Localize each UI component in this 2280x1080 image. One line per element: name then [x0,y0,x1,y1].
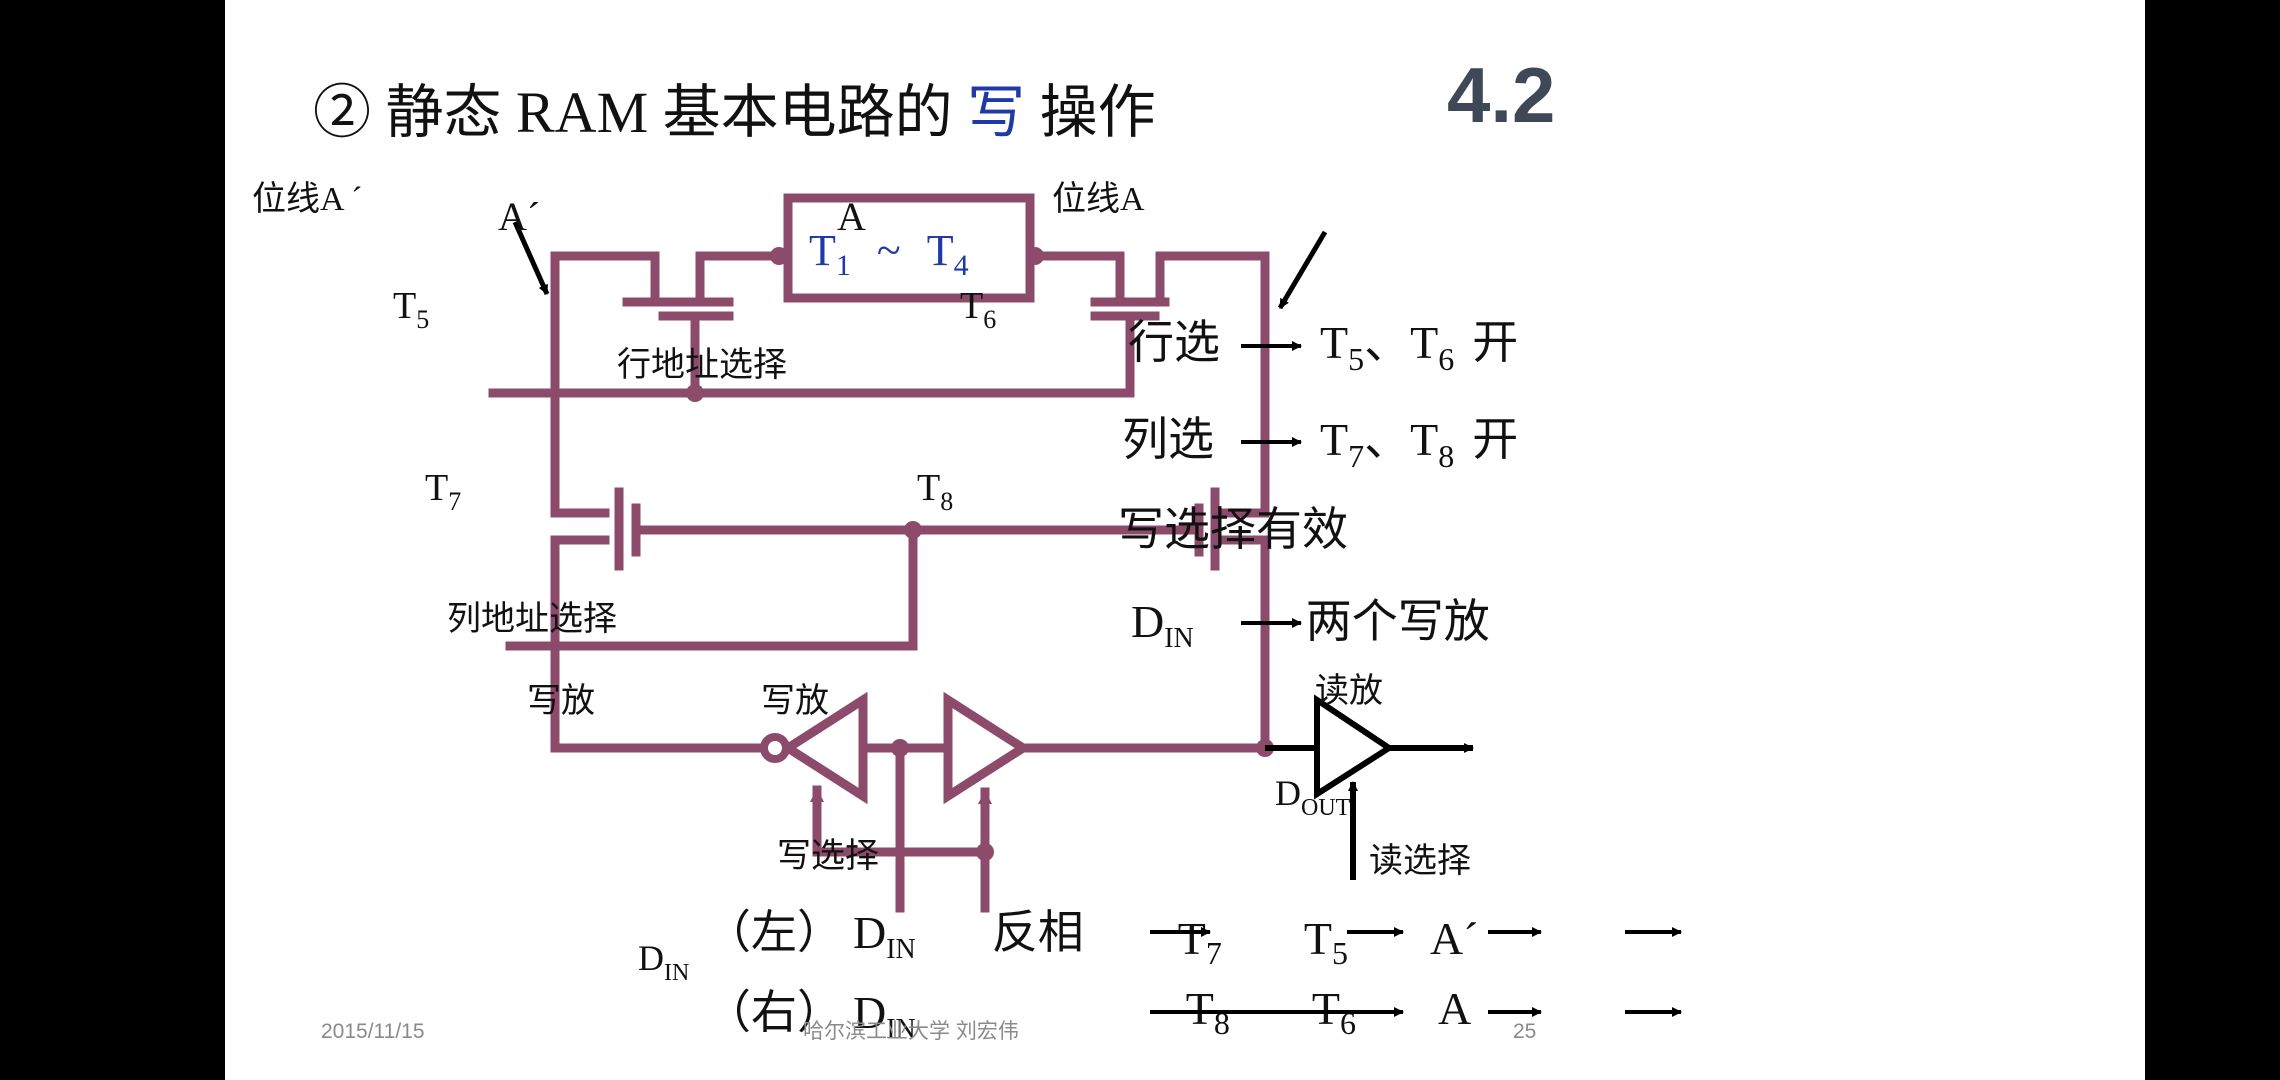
write-amp-left-label: 写放 [527,682,595,720]
write-select-label: 写选择 [777,837,879,875]
footer-org: 哈尔滨工业大学 刘宏伟 [803,1020,1019,1043]
read-amp [1265,694,1474,880]
title-highlight: 写 [967,80,1025,145]
t5-to-cell [695,251,784,307]
write-amp-right-triangle [943,691,1032,805]
col-select-wire [505,525,918,651]
cell-box [783,193,1035,303]
circuit-wires [488,251,1270,913]
read-amp-triangle [1314,694,1395,800]
bitline-a-label: 位线A [1052,180,1145,218]
cell-label: T1~T4 [809,226,969,282]
inverter-bubble [760,733,790,763]
slide-canvas: ② 静态 RAM 基本电路的 写 操作 4.2 [252,51,1682,1045]
junction-din [891,739,909,757]
t5-label: T5 [393,285,429,334]
t7-label: T7 [425,467,461,516]
junction-col [904,521,922,539]
t6-label: T6 [960,285,996,334]
bitline-a-lower-wire [1210,535,1270,753]
bitline-a-prime-label: 位线A ´ [252,180,363,218]
note-write-select: 写选择有效 [1118,504,1348,555]
title-prefix: ② 静态 RAM 基本电路的 [313,80,967,145]
junction-dots [686,247,1274,861]
t8-label: T8 [917,467,953,516]
col-select-label: 列地址选择 [447,600,617,638]
junction-write-select [976,843,994,861]
node-a-prime-label: A´ [498,194,540,239]
bitline-a-pointer [1277,230,1328,310]
write-select-left-wire [810,785,990,913]
read-select-label: 读选择 [1369,842,1471,880]
dout-label: DOUT [1275,773,1351,821]
page-number: 25 [1513,1020,1536,1043]
junction-row [686,384,704,402]
t6-to-cell [1030,251,1125,307]
footer-date: 2015/11/15 [321,1020,425,1043]
read-amp-label: 读放 [1315,672,1383,710]
node-a-label: A [837,194,866,239]
write-amp-left-triangle [779,691,868,805]
din-label: DIN [638,938,689,986]
title-suffix: 操作 [1025,80,1156,145]
bitline-a-wire [1155,251,1270,518]
row-select-label: 行地址选择 [617,346,787,384]
bitline-a-prime-wire [550,251,610,518]
bitline-a-prime-pointer [512,220,550,296]
section-number: 4.2 [1447,51,1555,139]
slide-title: ② 静态 RAM 基本电路的 写 操作 [313,80,1156,145]
slide: ② 静态 RAM 基本电路的 写 操作 4.2 [225,0,2145,1080]
write-amp-right-label: 写放 [761,682,829,720]
